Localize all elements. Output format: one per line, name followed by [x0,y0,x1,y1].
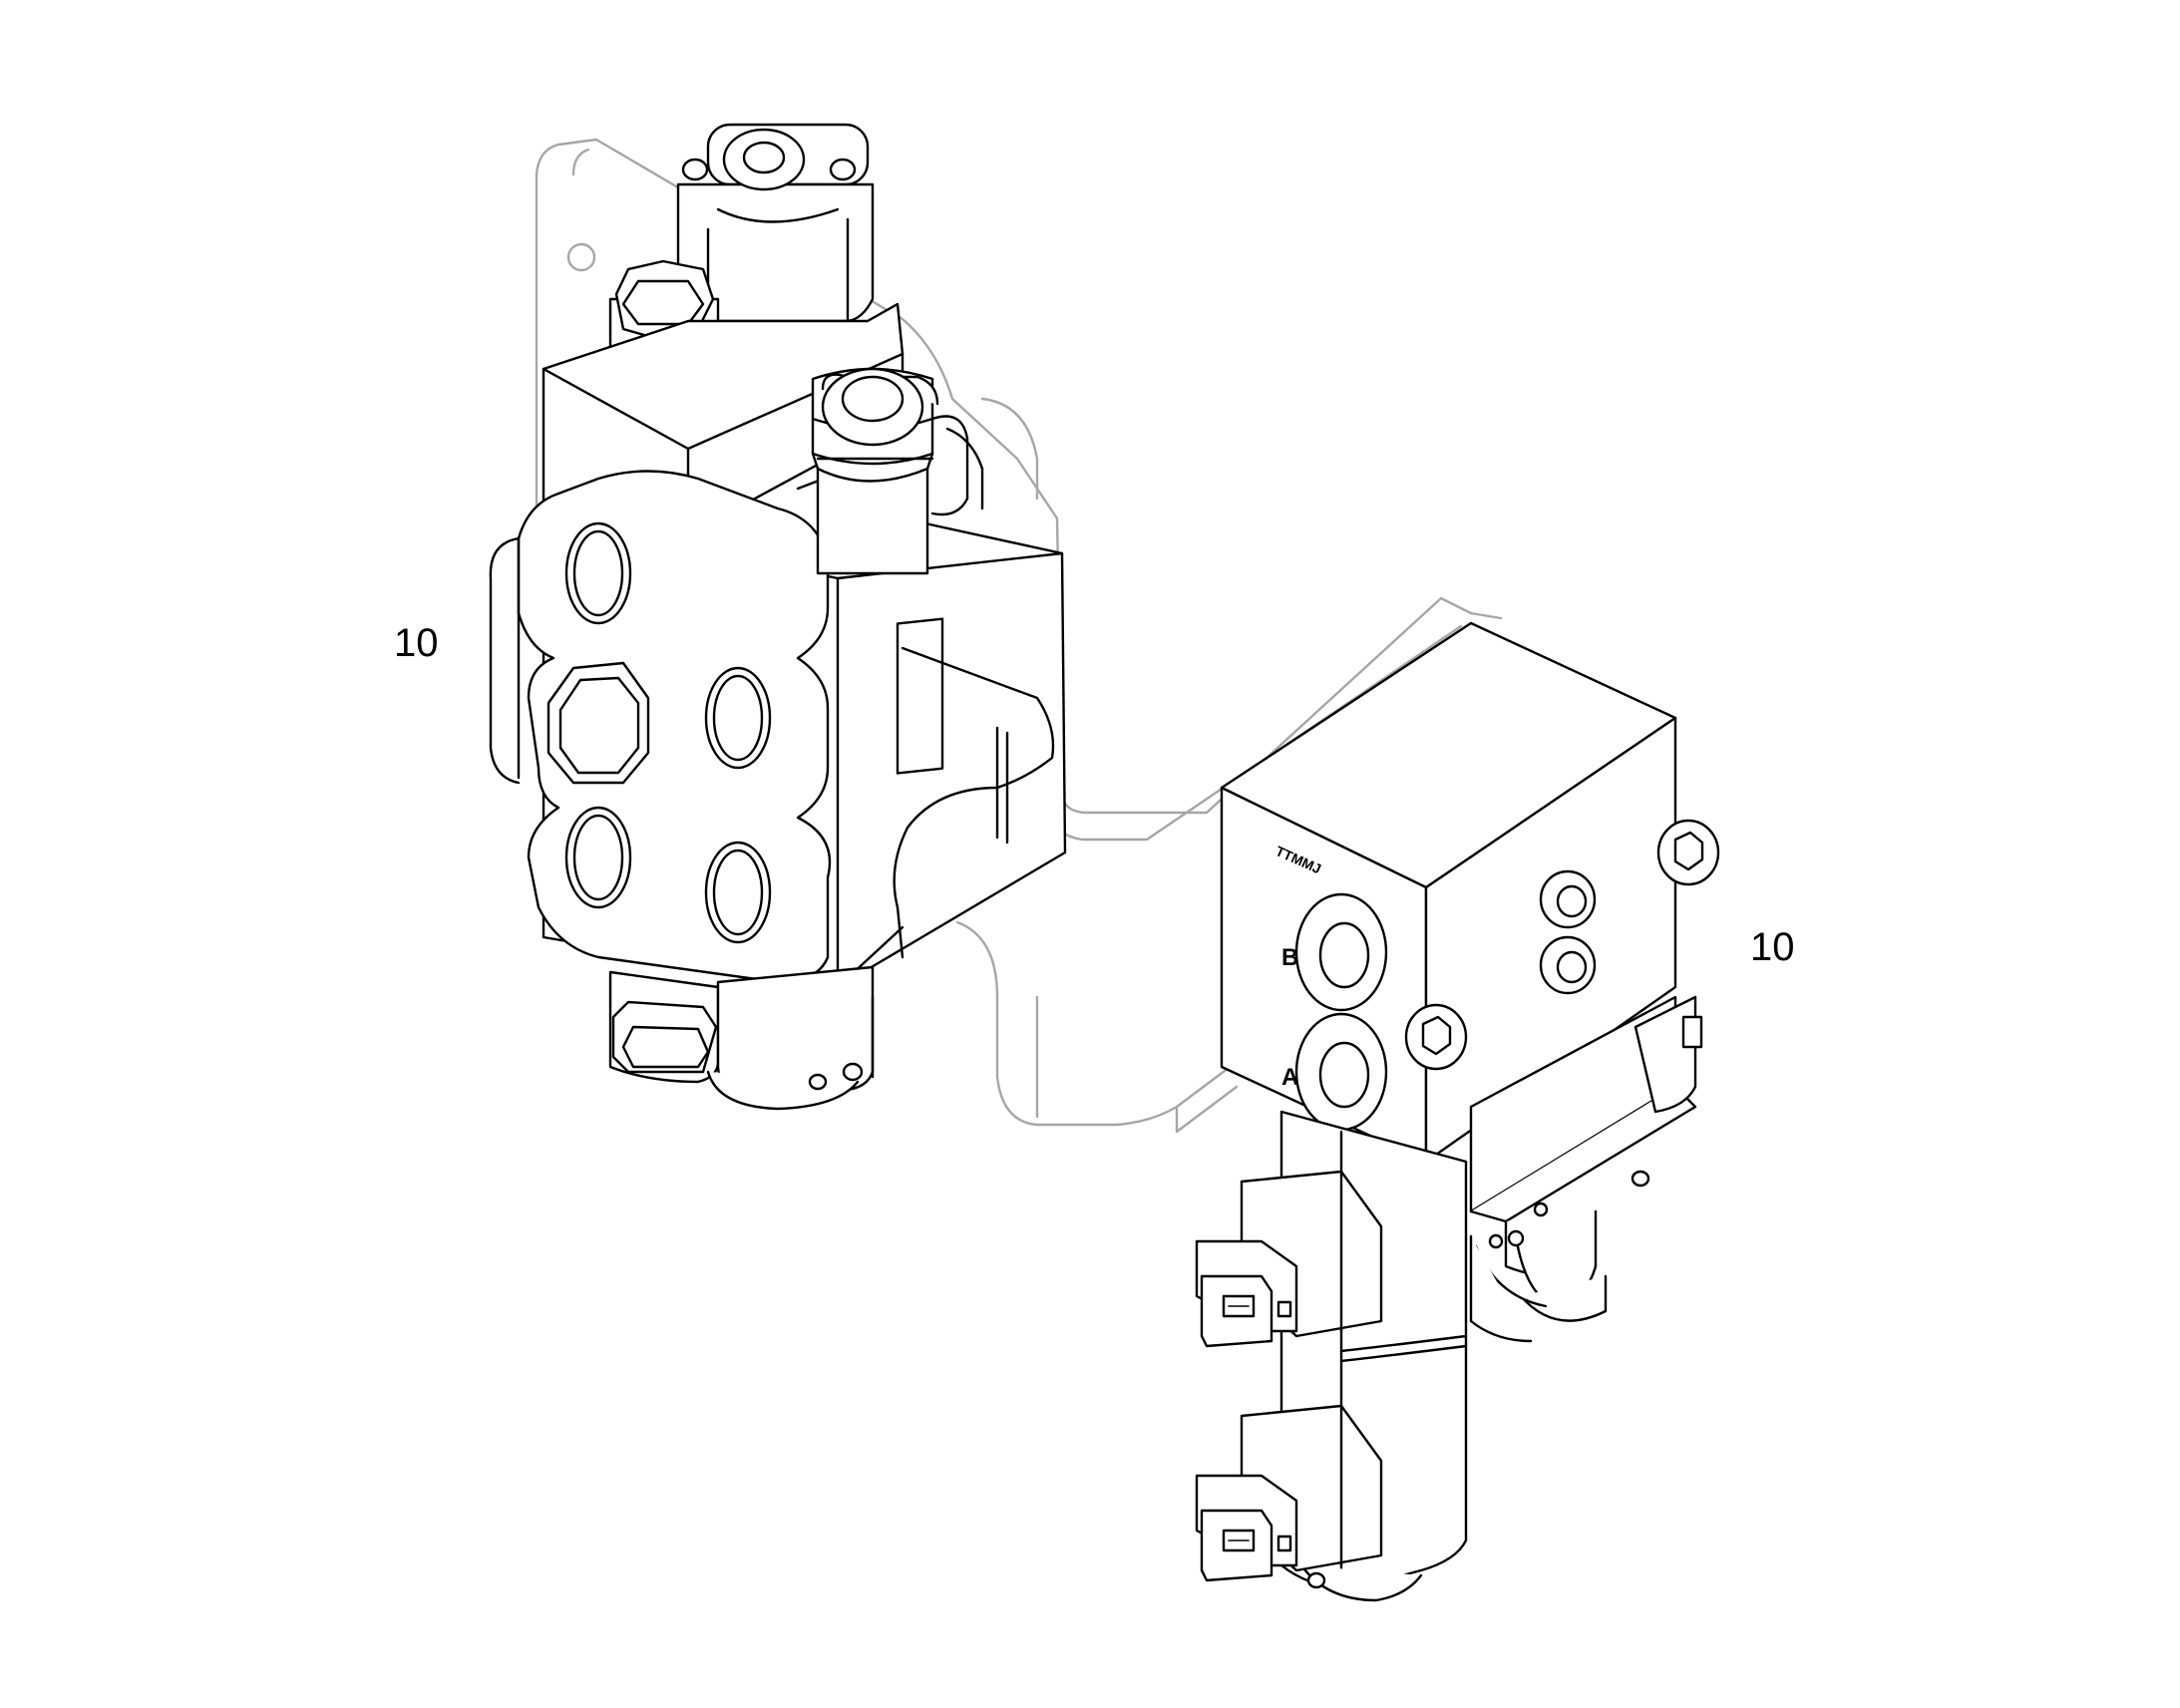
lower-electrical-connector [1195,1404,1383,1582]
front-solenoid-stack [1195,1110,1533,1602]
right-solenoid-valve: TTMMJ B A [1195,621,1720,1602]
upper-electrical-connector [1195,1170,1383,1348]
bottom-cap [706,965,875,1111]
top-cap [676,123,875,323]
valve-block: TTMMJ B A [1220,621,1720,1164]
left-hex-nut-bottom [608,970,720,1084]
callout-left-valve: 10 [394,621,439,665]
callout-right-valve: 10 [1750,925,1795,969]
port-b-label: B [1281,944,1298,971]
pressure-adjuster [811,367,984,575]
left-control-valve [489,123,1067,1111]
port-a-label: A [1281,1064,1298,1091]
front-flange [489,470,832,984]
rear-solenoid [1469,995,1703,1322]
